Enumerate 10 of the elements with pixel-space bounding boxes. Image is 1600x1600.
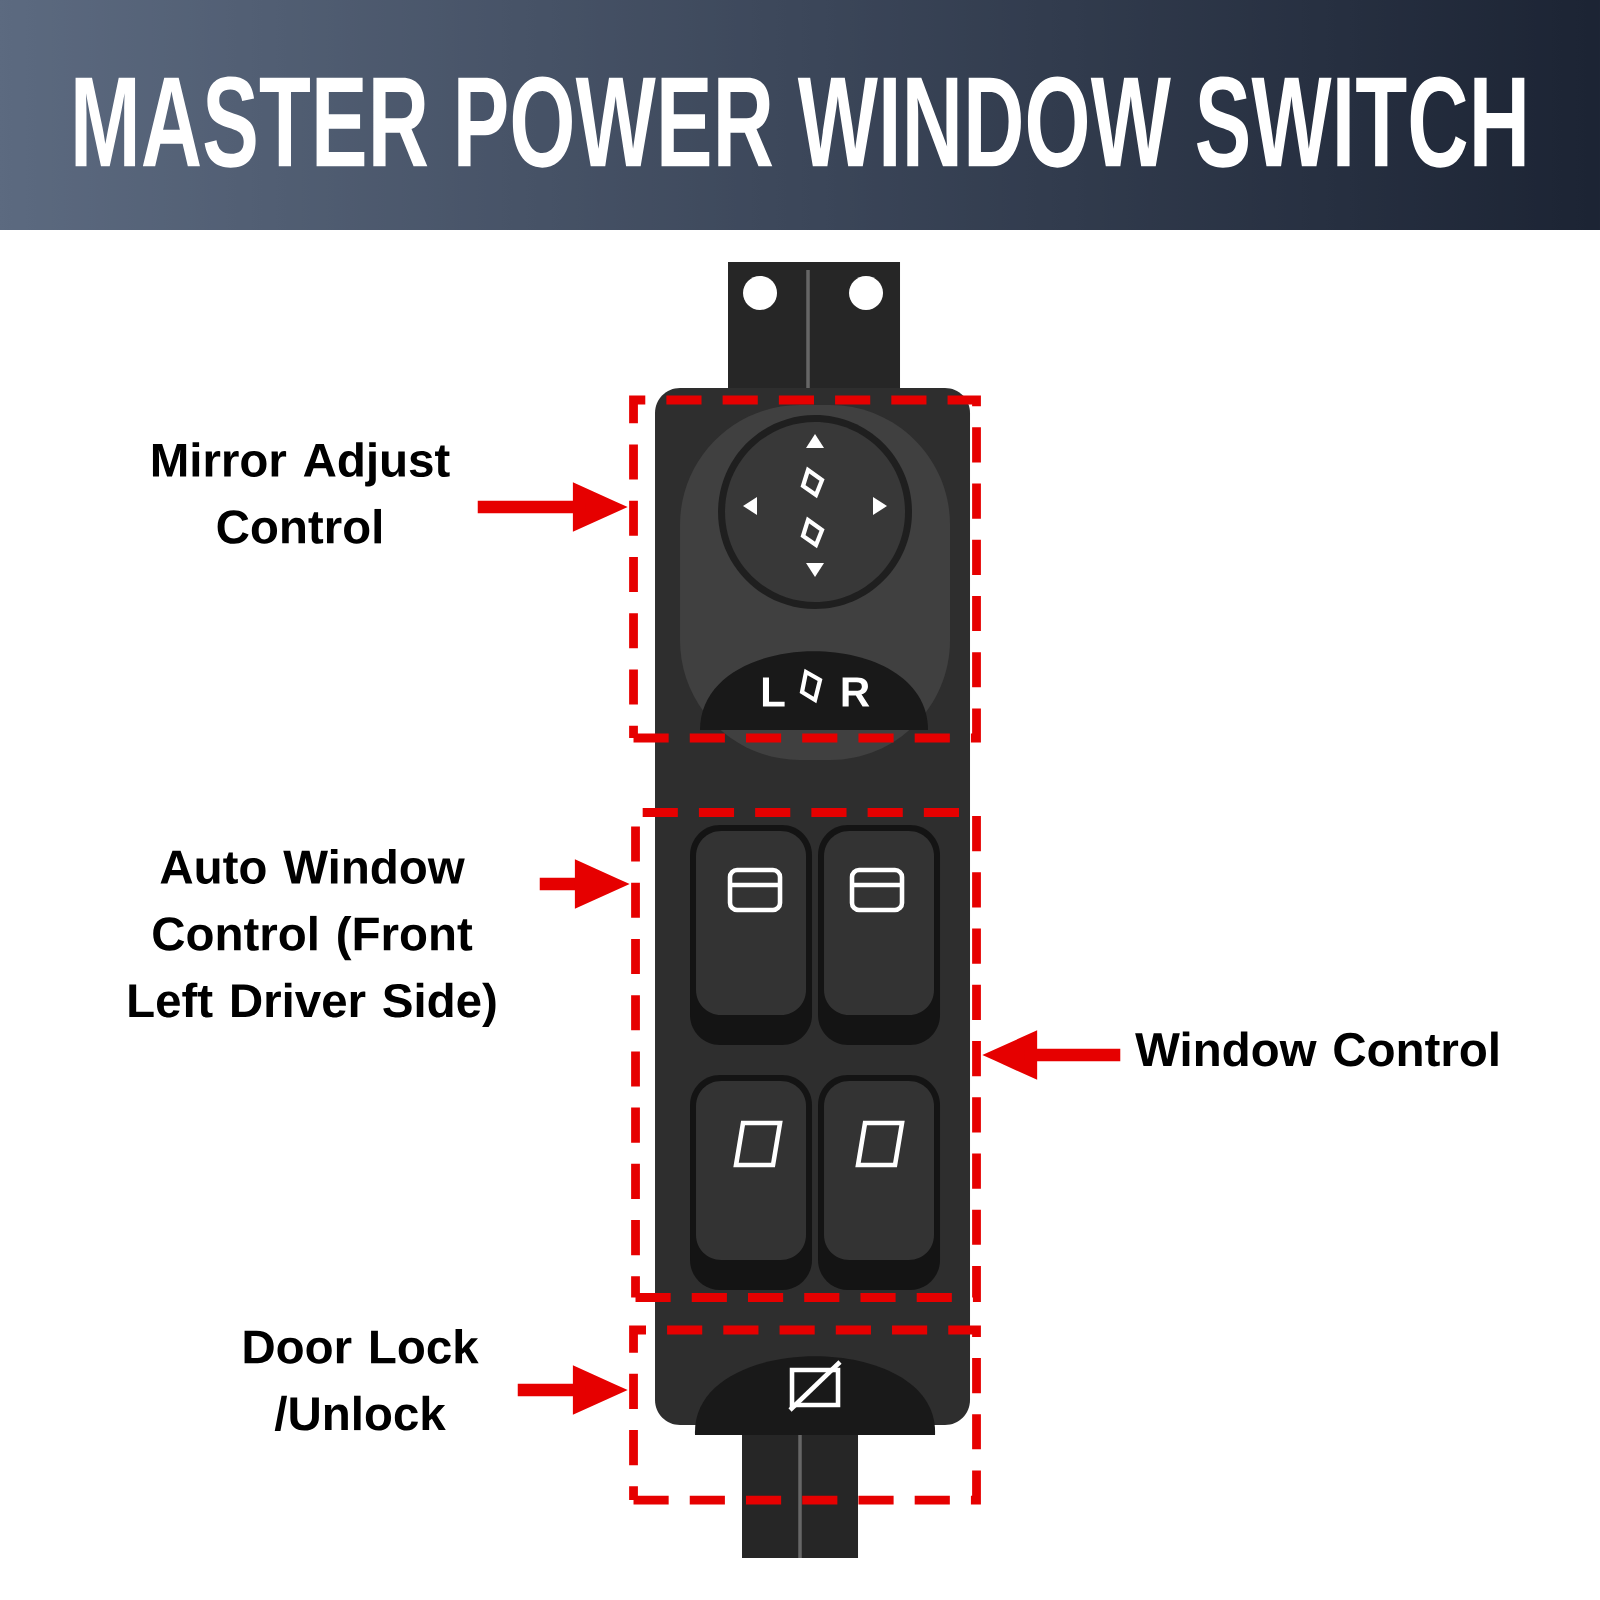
callout-text: Auto Window Control (Front Left Driver Side) bbox=[129, 849, 496, 1027]
button-letter: R bbox=[842, 677, 870, 707]
callout-text: Window Control bbox=[1135, 1031, 1498, 1067]
button-letter: L bbox=[762, 677, 785, 707]
dashed-outline bbox=[629, 395, 981, 743]
title: MASTER POWER WINDOW SWITCH bbox=[75, 76, 1525, 168]
callout-text: Door Lock /Unlock bbox=[244, 1328, 479, 1432]
dashed-outline bbox=[629, 1325, 981, 1505]
callout-text: Mirror Adjust Control bbox=[152, 442, 450, 544]
dashed-outline bbox=[631, 808, 981, 1302]
